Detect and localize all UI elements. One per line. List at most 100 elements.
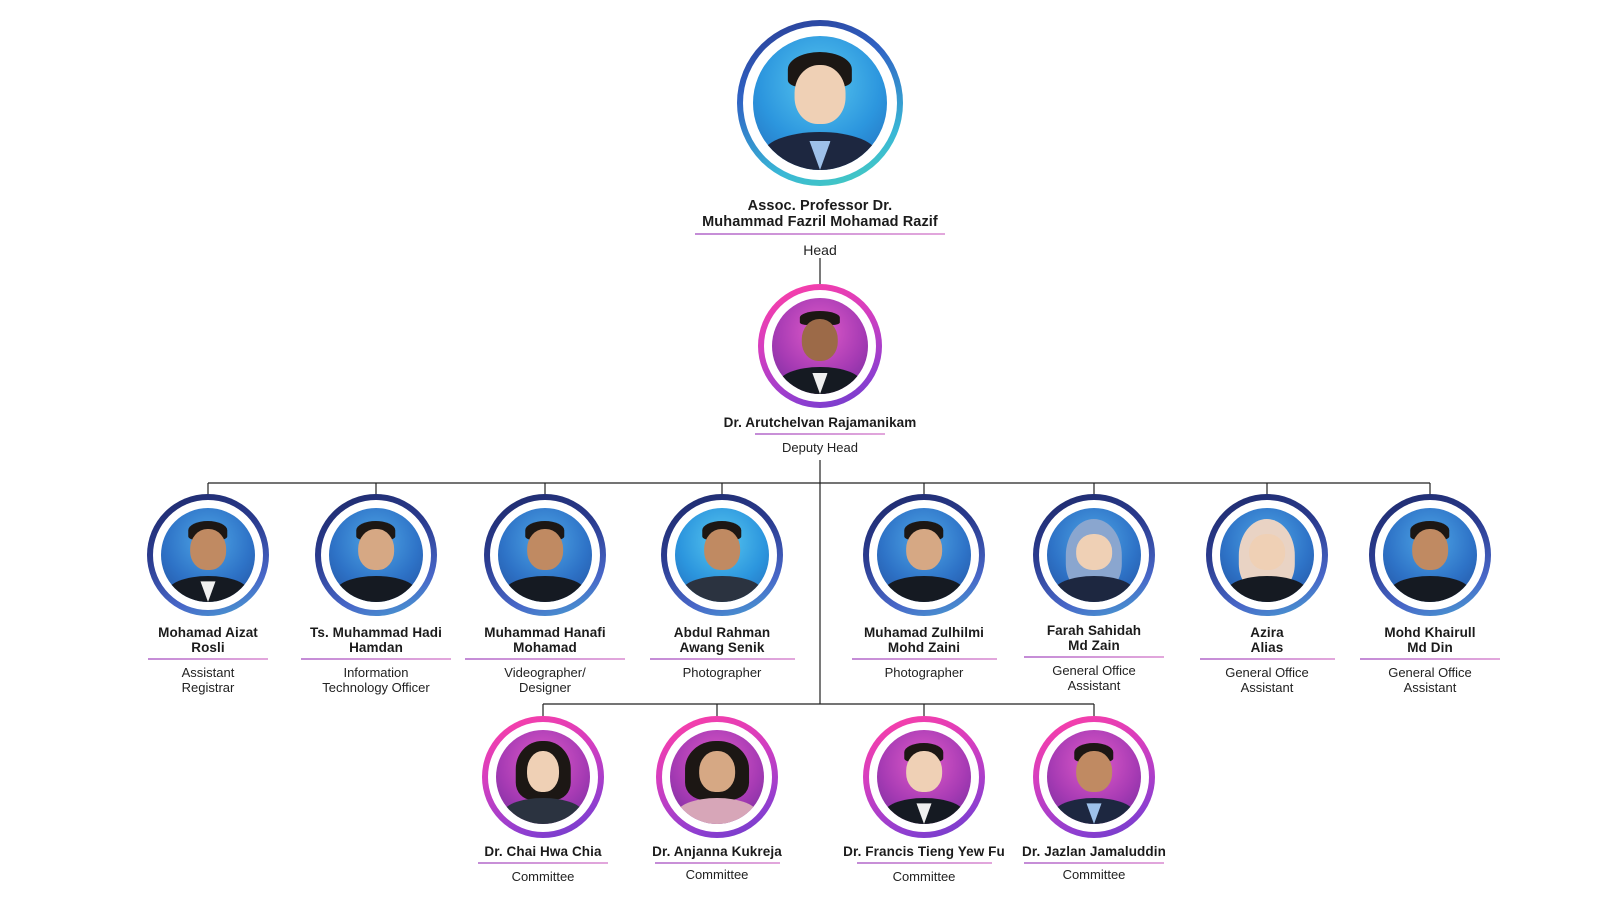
- committee-photo-ring: [482, 716, 604, 838]
- committee-name: Dr. Francis Tieng Yew Fu: [843, 844, 1005, 859]
- staff-name-underline: [465, 658, 625, 660]
- committee-photo-ring: [656, 716, 778, 838]
- staff-name-line1: Muhammad Hanafi: [484, 625, 606, 640]
- head-name: Assoc. Professor Dr. Muhammad Fazril Moh…: [670, 198, 970, 230]
- deputy-portrait: [772, 298, 868, 394]
- committee-portrait: [670, 730, 764, 824]
- staff-role-line1: Photographer: [884, 665, 964, 680]
- staff-photo-ring: [315, 494, 437, 616]
- staff-portrait: [1220, 508, 1314, 602]
- staff-portrait: [1383, 508, 1477, 602]
- head-name-line1: Assoc. Professor Dr.: [747, 198, 893, 214]
- staff-name-underline: [148, 658, 268, 660]
- head-photo-ring: [737, 20, 903, 186]
- staff-name-line1: Abdul Rahman: [673, 625, 771, 640]
- committee-name-underline: [856, 862, 992, 864]
- staff-portrait: [1047, 508, 1141, 602]
- staff-node: Mohd Khairull Md Din General Office Assi…: [1325, 494, 1535, 695]
- staff-photo-ring: [1206, 494, 1328, 616]
- staff-name-line2: Hamdan: [349, 640, 403, 655]
- staff-name: Muhamad Zulhilmi Mohd Zaini: [819, 625, 1029, 655]
- staff-node: Abdul Rahman Awang Senik Photographer: [617, 494, 827, 680]
- staff-node: Muhammad Hanafi Mohamad Videographer/ De…: [440, 494, 650, 695]
- head-portrait: [753, 36, 887, 170]
- staff-role-line2: Assistant: [1240, 680, 1294, 695]
- staff-photo-ring: [484, 494, 606, 616]
- committee-role: Committee: [511, 869, 575, 884]
- staff-photo-ring: [1033, 494, 1155, 616]
- staff-role: Photographer: [819, 665, 1029, 680]
- committee-node: Dr. Anjanna Kukreja Committee: [612, 716, 822, 882]
- staff-node: Mohamad Aizat Rosli Assistant Registrar: [103, 494, 313, 695]
- staff-name: Mohamad Aizat Rosli: [103, 625, 313, 655]
- committee-role: Committee: [892, 869, 956, 884]
- staff-portrait: [498, 508, 592, 602]
- deputy-name-underline: [755, 433, 885, 435]
- staff-portrait: [161, 508, 255, 602]
- staff-role: General Office Assistant: [989, 663, 1199, 693]
- staff-name: Abdul Rahman Awang Senik: [617, 625, 827, 655]
- staff-role-line1: Information: [343, 665, 409, 680]
- committee-photo-ring: [1033, 716, 1155, 838]
- staff-name-line2: Awang Senik: [679, 640, 765, 655]
- committee-portrait: [877, 730, 971, 824]
- committee-name: Dr. Jazlan Jamaluddin: [1022, 844, 1166, 859]
- staff-name: Farah Sahidah Md Zain: [989, 623, 1199, 653]
- staff-role-line2: Assistant: [1403, 680, 1457, 695]
- staff-name-line2: Mohd Zaini: [887, 640, 961, 655]
- staff-role: Information Technology Officer: [271, 665, 481, 695]
- staff-name-line2: Alias: [1250, 640, 1284, 655]
- staff-role: General Office Assistant: [1325, 665, 1535, 695]
- head-node: Assoc. Professor Dr. Muhammad Fazril Moh…: [670, 20, 970, 258]
- committee-name-underline: [478, 862, 608, 864]
- head-role: Head: [803, 242, 837, 258]
- committee-portrait: [496, 730, 590, 824]
- staff-role-line2: Technology Officer: [322, 680, 430, 695]
- staff-role-line2: Designer: [518, 680, 572, 695]
- staff-role-line1: General Office: [1225, 665, 1309, 680]
- staff-node: Azira Alias General Office Assistant: [1162, 494, 1372, 695]
- staff-name-line1: Muhamad Zulhilmi: [863, 625, 985, 640]
- staff-name: Azira Alias: [1162, 625, 1372, 655]
- staff-role-line2: Assistant: [1067, 678, 1121, 693]
- head-name-underline: [695, 233, 945, 235]
- staff-name-line1: Farah Sahidah: [1046, 623, 1142, 638]
- deputy-role: Deputy Head: [782, 440, 858, 455]
- staff-role-line1: General Office: [1388, 665, 1472, 680]
- staff-role: General Office Assistant: [1162, 665, 1372, 695]
- staff-name-underline: [1024, 656, 1164, 658]
- staff-name-line2: Md Zain: [1068, 638, 1120, 653]
- committee-portrait: [1047, 730, 1141, 824]
- staff-name-line1: Mohd Khairull: [1384, 625, 1476, 640]
- committee-node: Dr. Francis Tieng Yew Fu Committee: [819, 716, 1029, 884]
- deputy-node: Dr. Arutchelvan Rajamanikam Deputy Head: [715, 284, 925, 455]
- staff-role-line1: Videographer/: [504, 665, 586, 680]
- staff-photo-ring: [147, 494, 269, 616]
- staff-role-line1: Assistant: [181, 665, 235, 680]
- committee-node: Dr. Jazlan Jamaluddin Committee: [989, 716, 1199, 882]
- committee-name-underline: [654, 862, 780, 864]
- committee-photo-ring: [863, 716, 985, 838]
- staff-name-underline: [1199, 658, 1335, 660]
- committee-role: Committee: [685, 867, 749, 882]
- staff-node: Farah Sahidah Md Zain General Office Ass…: [989, 494, 1199, 693]
- staff-role: Photographer: [617, 665, 827, 680]
- committee-name: Dr. Anjanna Kukreja: [652, 844, 782, 859]
- staff-portrait: [877, 508, 971, 602]
- staff-photo-ring: [661, 494, 783, 616]
- staff-name: Ts. Muhammad Hadi Hamdan: [271, 625, 481, 655]
- staff-role-line1: Photographer: [682, 665, 762, 680]
- staff-name-underline: [649, 658, 795, 660]
- staff-role: Videographer/ Designer: [440, 665, 650, 695]
- staff-name-line2: Rosli: [191, 640, 225, 655]
- staff-name-line2: Mohamad: [513, 640, 577, 655]
- committee-name-underline: [1024, 862, 1164, 864]
- committee-name: Dr. Chai Hwa Chia: [484, 844, 602, 859]
- staff-photo-ring: [1369, 494, 1491, 616]
- staff-name-line2: Md Din: [1407, 640, 1453, 655]
- staff-name-line1: Ts. Muhammad Hadi: [310, 625, 442, 640]
- staff-role-line1: General Office: [1052, 663, 1136, 678]
- staff-photo-ring: [863, 494, 985, 616]
